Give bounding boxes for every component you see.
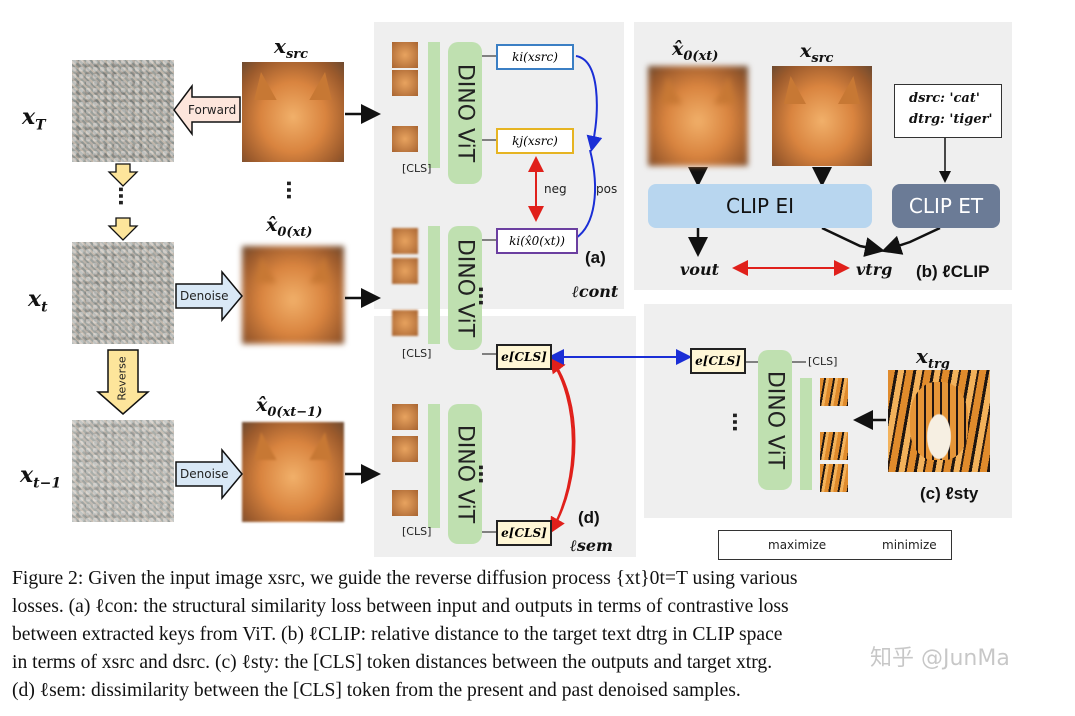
patch-c3 bbox=[820, 464, 848, 492]
patch-c2 bbox=[820, 432, 848, 460]
caption-line-2: losses. (a) ℓcon: the structural similar… bbox=[12, 596, 789, 617]
panel-a-loss: ℓcont bbox=[572, 282, 619, 301]
dino-vit-d: DINO ViT bbox=[448, 404, 482, 544]
cls-a: [CLS] bbox=[402, 162, 432, 175]
legend-box bbox=[718, 530, 952, 560]
legend-maximize: maximize bbox=[768, 538, 827, 552]
label-x0-xt-1: x̂0(xt−1) bbox=[256, 394, 323, 420]
patch-a4 bbox=[392, 228, 418, 254]
image-target-tiger bbox=[888, 370, 990, 472]
panel-a-tag: (a) bbox=[585, 248, 606, 267]
label-xt: xt bbox=[28, 286, 48, 316]
patch-a6 bbox=[392, 310, 418, 336]
image-denoised-xt bbox=[242, 246, 344, 344]
denoise-label-1: Denoise bbox=[180, 289, 229, 303]
dsrc-text: dsrc: 'cat' bbox=[909, 91, 980, 106]
token-bar-a2 bbox=[428, 226, 440, 344]
noisy-image-xt bbox=[72, 242, 174, 344]
legend-minimize: minimize bbox=[882, 538, 937, 552]
ecls-c: e[CLS] bbox=[690, 348, 746, 374]
image-denoised-xt-1 bbox=[242, 422, 344, 522]
text-prompt-box: dsrc: 'cat' dtrg: 'tiger' bbox=[894, 84, 1002, 138]
dtrg-text: dtrg: 'tiger' bbox=[909, 112, 993, 127]
cls-d2: [CLS] bbox=[402, 525, 432, 538]
dino-vit-a: DINO ViT bbox=[448, 42, 482, 184]
patch-d1 bbox=[392, 404, 418, 430]
label-b-xsrc: xsrc bbox=[800, 40, 834, 66]
denoise-arrow-shape-1 bbox=[175, 269, 243, 323]
clip-image-encoder: CLIP EI bbox=[648, 184, 872, 228]
reverse-arrow-shape bbox=[96, 349, 150, 415]
patch-a5 bbox=[392, 258, 418, 284]
cls-d1: [CLS] bbox=[402, 347, 432, 360]
pos-label: pos bbox=[596, 182, 618, 196]
watermark: 知乎 @JunMa bbox=[870, 646, 1010, 671]
token-bar-d bbox=[428, 404, 440, 528]
panel-c-tag: (c) ℓsty bbox=[920, 484, 979, 503]
label-xtrg: xtrg bbox=[916, 344, 950, 372]
image-b-denoised bbox=[648, 66, 748, 166]
cls-c: [CLS] bbox=[808, 355, 838, 368]
patch-a2 bbox=[392, 70, 418, 96]
dots-a: … bbox=[474, 286, 498, 306]
denoise-label-2: Denoise bbox=[180, 467, 229, 481]
ecls-d-top: e[CLS] bbox=[496, 344, 552, 370]
key-ki-x0: ki(x̂0(xt)) bbox=[496, 228, 578, 254]
caption-line-5: (d) ℓsem: dissimilarity between the [CLS… bbox=[12, 680, 741, 701]
v-trg-label: vtrg bbox=[856, 260, 893, 279]
label-xsrc-top: xsrc bbox=[274, 34, 309, 62]
forward-label: Forward bbox=[188, 103, 237, 117]
patch-a1 bbox=[392, 42, 418, 68]
dots-d: … bbox=[474, 464, 498, 484]
clip-text-encoder: CLIP ET bbox=[892, 184, 1000, 228]
noisy-image-xT bbox=[72, 60, 174, 162]
token-bar-a bbox=[428, 42, 440, 168]
noisy-image-xt-1 bbox=[72, 420, 174, 522]
label-xT: xT bbox=[22, 104, 46, 134]
denoise-arrow-shape-2 bbox=[175, 447, 243, 501]
caption-line-4: in terms of xsrc and dsrc. (c) ℓsty: the… bbox=[12, 652, 773, 673]
caption-line-1: Figure 2: Given the input image xsrc, we… bbox=[12, 568, 798, 589]
v-out-label: vout bbox=[680, 260, 719, 279]
caption-line-3: between extracted keys from ViT. (b) ℓCL… bbox=[12, 624, 783, 645]
panel-d-tag: (d) bbox=[578, 508, 600, 527]
yellow-down-arrow-1 bbox=[107, 163, 139, 187]
label-xt-1: xt−1 bbox=[20, 462, 62, 492]
patch-a3 bbox=[392, 126, 418, 152]
key-ki-src: ki(xsrc) bbox=[496, 44, 574, 70]
yellow-down-arrow-2 bbox=[107, 217, 139, 241]
panel-d-loss: ℓsem bbox=[570, 536, 613, 555]
key-kj-src: kj(xsrc) bbox=[496, 128, 574, 154]
neg-label: neg bbox=[544, 182, 567, 196]
patch-d2 bbox=[392, 436, 418, 462]
reverse-label: Reverse bbox=[115, 356, 129, 401]
image-b-src bbox=[772, 66, 872, 166]
arrows-layer bbox=[96, 55, 951, 553]
dino-vit-a2: DINO ViT bbox=[448, 226, 482, 350]
figure-caption: Figure 2: Given the input image xsrc, we… bbox=[12, 565, 1067, 705]
dots-c: … bbox=[728, 412, 752, 432]
label-b-x0: x̂0(xt) bbox=[672, 38, 719, 64]
patch-c1 bbox=[820, 378, 848, 406]
ecls-d-bottom: e[CLS] bbox=[496, 520, 552, 546]
image-src-cat bbox=[242, 62, 344, 162]
token-bar-c bbox=[800, 378, 812, 490]
forward-arrow-shape bbox=[173, 83, 241, 137]
label-x0-xt: x̂0(xt) bbox=[266, 214, 313, 240]
dino-vit-c: DINO ViT bbox=[758, 350, 792, 490]
panel-b-tag: (b) ℓCLIP bbox=[916, 262, 990, 281]
patch-d3 bbox=[392, 490, 418, 516]
